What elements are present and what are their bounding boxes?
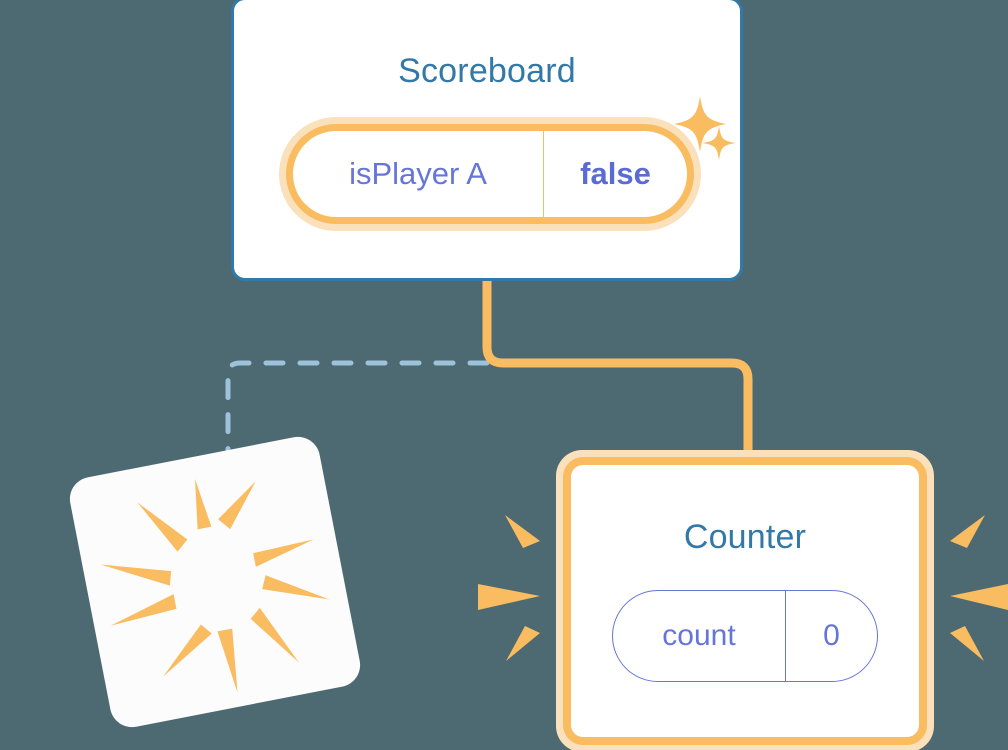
node-scoreboard[interactable]: Scoreboard isPlayer A false: [231, 0, 743, 281]
node-counter[interactable]: Counter count 0: [556, 450, 934, 750]
dashed-connector: [225, 360, 490, 463]
node-counter-surface: Counter count 0: [563, 457, 927, 745]
highlight-connector: [482, 276, 753, 465]
scoreboard-state-pill-inner: isPlayer A false: [286, 124, 694, 224]
counter-title: Counter: [683, 518, 807, 556]
burst-rays-icon: [100, 478, 330, 693]
scoreboard-state-key: isPlayer A: [293, 131, 544, 217]
node-burst-card[interactable]: [66, 433, 364, 731]
counter-state-value: 0: [823, 619, 840, 652]
counter-state-pill[interactable]: count 0: [612, 590, 878, 682]
counter-state-key: count: [613, 591, 786, 681]
scoreboard-state-pill[interactable]: isPlayer A false: [279, 117, 701, 231]
scoreboard-state-value: false: [580, 156, 651, 191]
scoreboard-title: Scoreboard: [398, 52, 576, 90]
